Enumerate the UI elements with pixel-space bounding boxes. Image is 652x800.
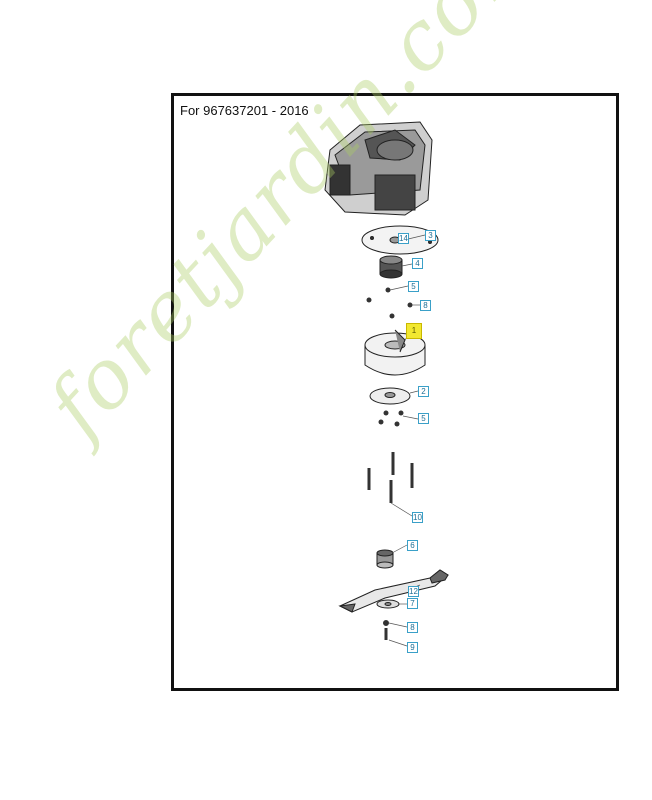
nut: [389, 313, 395, 319]
long-bolts: [367, 452, 414, 503]
callout-9[interactable]: 9: [407, 642, 418, 653]
blade-washer: [376, 599, 400, 609]
callout-6[interactable]: 6: [407, 540, 418, 551]
callout-1-highlighted[interactable]: 1: [406, 323, 422, 339]
callout-3[interactable]: 3: [425, 230, 436, 241]
callout-14[interactable]: 14: [398, 233, 409, 244]
callout-5b[interactable]: 5: [418, 413, 429, 424]
coupling-part: [379, 255, 403, 279]
blade-bolt: [383, 620, 389, 640]
blade-adapter: [376, 549, 394, 569]
nut: [366, 297, 372, 303]
mower-blade: [338, 569, 449, 613]
callout-4[interactable]: 4: [412, 258, 423, 269]
screws: [378, 410, 404, 427]
nut: [407, 302, 413, 308]
fan-housing: [364, 329, 426, 376]
callout-12[interactable]: 12: [408, 586, 419, 597]
callout-8b[interactable]: 8: [407, 622, 418, 633]
callout-5a[interactable]: 5: [408, 281, 419, 292]
engine-illustration: [324, 121, 433, 216]
adapter-plate: [369, 387, 411, 405]
callout-10[interactable]: 10: [412, 512, 423, 523]
callout-7[interactable]: 7: [407, 598, 418, 609]
page-title: For 967637201 - 2016: [180, 103, 309, 118]
callout-8a[interactable]: 8: [420, 300, 431, 311]
callout-2[interactable]: 2: [418, 386, 429, 397]
washer: [385, 287, 391, 293]
